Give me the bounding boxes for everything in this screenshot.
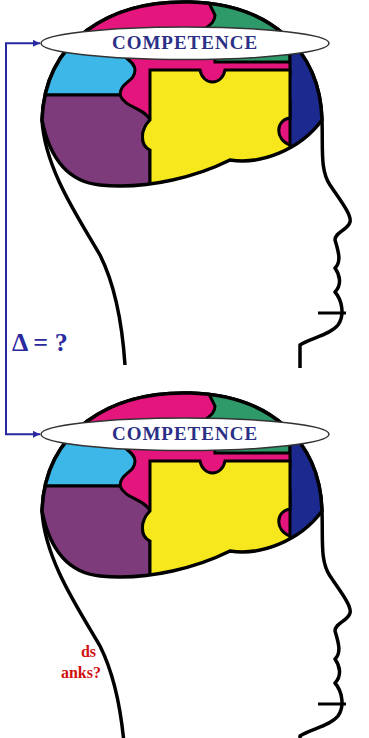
competence-ellipse: COMPETENCE — [40, 417, 330, 452]
brain-puzzle — [25, 386, 345, 596]
brain-piece — [143, 461, 291, 596]
bracket-arrow — [6, 43, 40, 434]
brain-puzzle — [25, 0, 345, 205]
brain-piece — [143, 70, 291, 205]
node-label: COMPETENCE — [112, 32, 258, 54]
competence-ellipse: COMPETENCE — [40, 26, 330, 61]
node-label: COMPETENCE — [112, 423, 258, 445]
ellipse-outline — [41, 27, 329, 60]
head-profile — [25, 386, 350, 738]
tick-mark — [318, 312, 346, 315]
head-profile — [25, 0, 350, 368]
tick-mark — [318, 703, 346, 706]
delta-label: Δ = ? — [12, 328, 68, 358]
note-text: ds — [81, 643, 96, 661]
note-text: anks? — [61, 664, 101, 682]
ellipse-outline — [41, 418, 329, 451]
